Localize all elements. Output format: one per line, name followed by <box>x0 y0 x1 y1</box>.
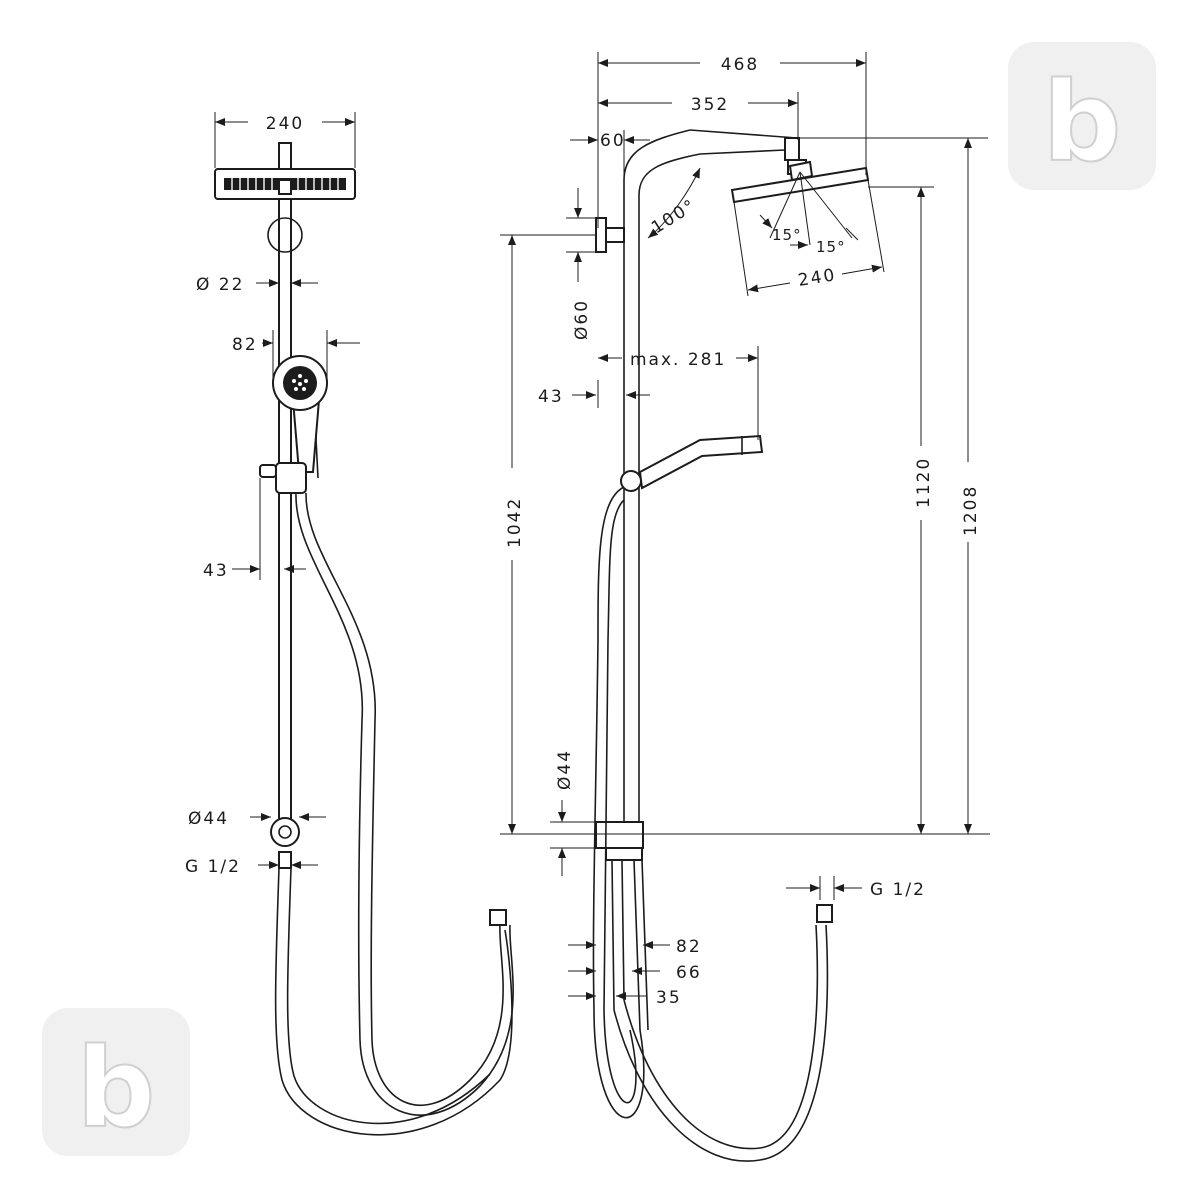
side-dim-tilt: 15° 15° <box>759 171 859 256</box>
side-dim-43: 43 <box>538 380 650 408</box>
logo-bottom-left-glyph: b <box>77 1024 156 1152</box>
side-depth-35-label: 35 <box>656 988 682 1008</box>
front-dim-d22: Ø 22 <box>196 275 318 295</box>
side-dim-1208: 1208 <box>800 137 988 834</box>
logo-bottom-left: b <box>42 1008 190 1156</box>
side-dim-35: 35 <box>568 988 682 1008</box>
side-depth-66-label: 66 <box>676 963 702 983</box>
side-arm-projection-label: 352 <box>691 95 729 115</box>
side-total-projection-label: 468 <box>721 55 759 75</box>
front-view: 240 Ø 22 82 43 Ø44 G 1/2 <box>185 112 514 1136</box>
side-thread-label: G 1/2 <box>870 880 926 900</box>
side-dim-1120: 1120 <box>868 186 934 834</box>
side-slider-offset-label: 43 <box>538 387 564 407</box>
side-arm-angle-label: 100° <box>648 195 700 238</box>
logo-top-right: b <box>1008 42 1156 190</box>
side-dim-281: max. 281 <box>598 346 759 440</box>
side-view: 468 352 60 100° 15° <box>500 52 990 1162</box>
side-hand-reach-label: max. 281 <box>630 350 726 370</box>
front-connector <box>278 851 292 869</box>
side-dim-82: 82 <box>568 937 702 957</box>
front-dim-82: 82 <box>232 330 360 380</box>
side-head-width-label: 240 <box>797 265 838 291</box>
front-hose-outer <box>305 492 504 1107</box>
side-hose-hand <box>592 486 645 1119</box>
side-dim-1042: 1042 <box>500 234 596 834</box>
front-dim-43: 43 <box>203 478 306 581</box>
side-bracket-diameter-label: Ø60 <box>572 299 592 340</box>
side-dim-d44: Ø44 <box>550 749 596 876</box>
side-dim-66: 66 <box>568 963 702 983</box>
front-dim-g12: G 1/2 <box>185 857 318 877</box>
side-dim-d60: Ø60 <box>566 188 596 340</box>
side-slider <box>620 470 642 492</box>
front-slider-offset-label: 43 <box>203 561 229 581</box>
front-pipe-diameter-label: Ø 22 <box>196 275 244 295</box>
front-thread-label: G 1/2 <box>185 857 241 877</box>
front-riser-pipe <box>278 198 292 840</box>
side-tilt-right-label: 15° <box>816 238 846 256</box>
side-valve-diameter-label: Ø44 <box>555 749 575 790</box>
front-slider <box>275 462 307 494</box>
side-dim-60: 60 <box>570 130 650 180</box>
front-dim-d44: Ø44 <box>188 809 326 829</box>
side-valve-block <box>595 821 644 849</box>
front-hand-width-label: 82 <box>232 335 258 355</box>
side-dim-352: 352 <box>598 92 799 140</box>
front-head-connector <box>278 142 292 170</box>
side-dim-g12: G 1/2 <box>786 876 926 900</box>
front-head-width-label: 240 <box>266 114 304 134</box>
front-hose-end <box>489 909 507 926</box>
side-wall-offset-label: 60 <box>600 131 626 151</box>
side-tilt-left-label: 15° <box>772 226 802 244</box>
side-hose-long <box>613 924 829 1162</box>
side-bracket-height-label: 1042 <box>505 497 525 548</box>
front-wall-bracket <box>267 217 303 253</box>
side-total-height-label: 1208 <box>961 485 981 536</box>
logo-top-right-glyph: b <box>1043 58 1122 186</box>
side-dim-100deg: 100° <box>647 167 701 239</box>
front-dim-240: 240 <box>214 112 356 168</box>
side-arm-joint <box>784 137 800 161</box>
side-hand-shower <box>638 434 764 490</box>
side-depth-82-label: 82 <box>676 937 702 957</box>
side-dim-240: 240 <box>733 179 885 297</box>
front-valve <box>270 817 300 847</box>
side-shower-arm <box>689 129 798 139</box>
front-valve-diameter-label: Ø44 <box>188 809 229 829</box>
side-hose-end <box>816 904 833 923</box>
side-head-height-label: 1120 <box>914 457 934 508</box>
